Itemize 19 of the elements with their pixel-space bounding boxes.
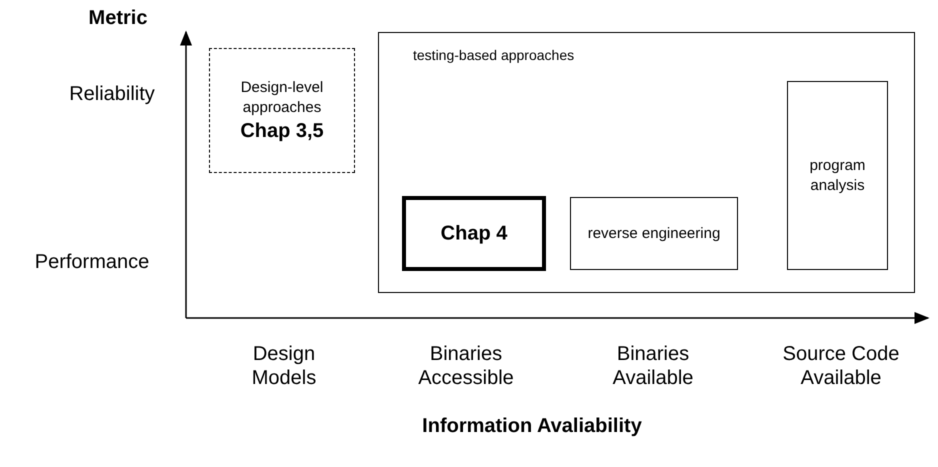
approach-box (787, 81, 888, 270)
chapter-label: Chap 3,5 (239, 118, 325, 144)
box-label: program analysis (808, 156, 866, 196)
approach-box (570, 197, 738, 270)
axis-title: Information Avaliability (422, 414, 642, 438)
box-label: reverse engineering (586, 224, 722, 244)
axis-tick-label: Reliability (69, 82, 155, 106)
axis-tick-label: Source Code Available (782, 342, 900, 390)
approach-region-box (378, 32, 915, 293)
dashed-approach-box (209, 48, 355, 173)
box-label: Design-level approaches (240, 78, 324, 118)
chapter-box (402, 196, 546, 271)
axis-tick-label: Performance (34, 250, 150, 274)
axis-title: Metric (88, 6, 148, 30)
axis-tick-label: Binaries Available (612, 342, 694, 390)
axis-tick-label: Binaries Accessible (417, 342, 515, 390)
region-title: testing-based approaches (413, 47, 574, 63)
chapter-label: Chap 4 (440, 222, 508, 245)
axis-tick-label: Design Models (250, 342, 318, 390)
